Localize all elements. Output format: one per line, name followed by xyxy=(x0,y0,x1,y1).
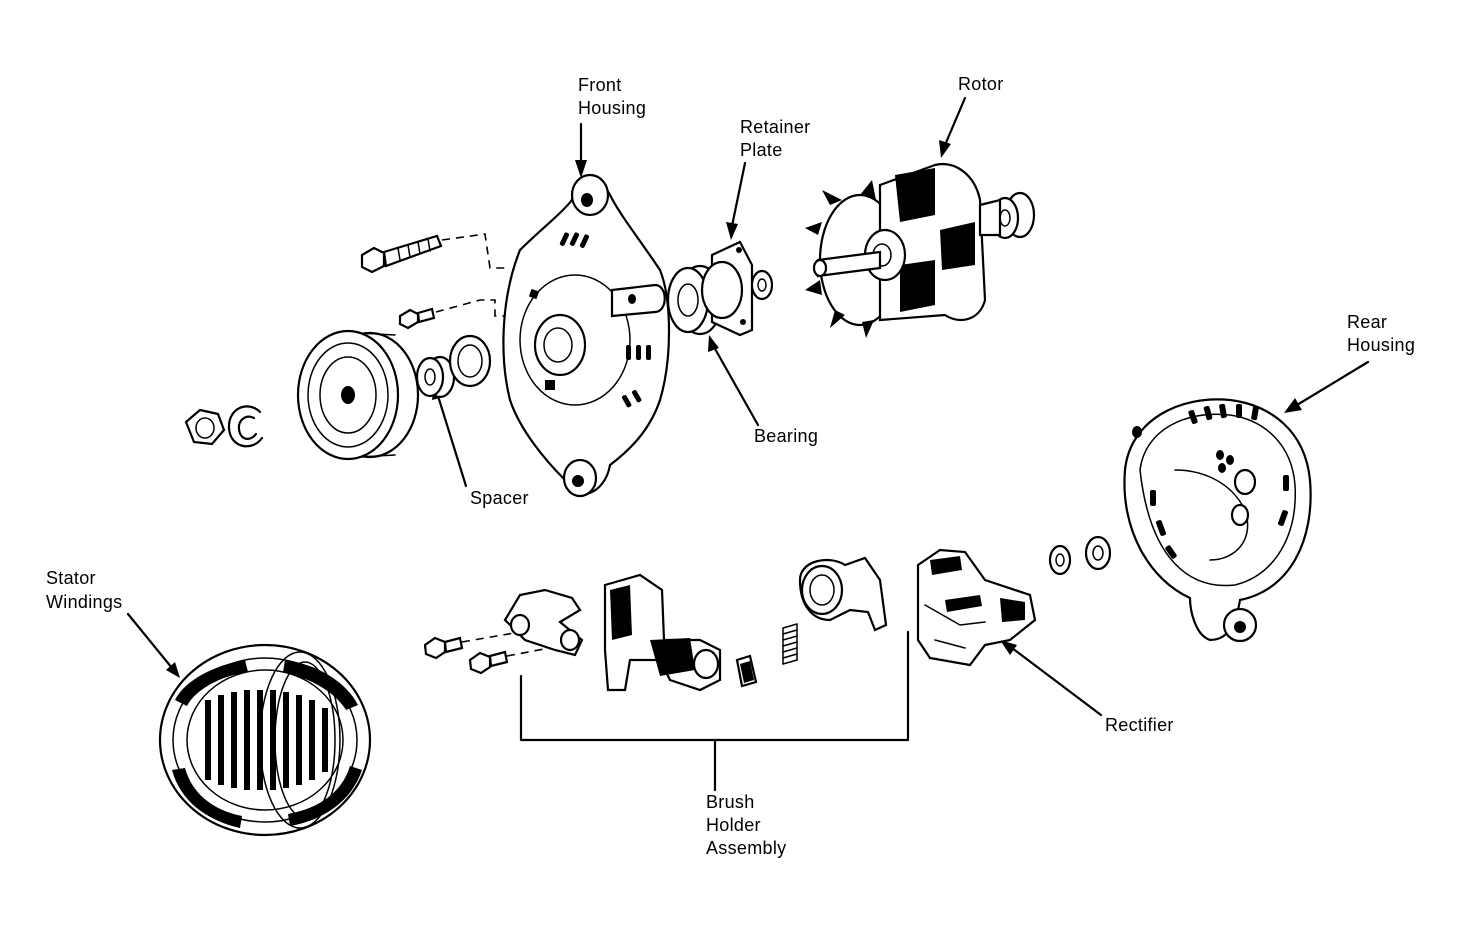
brush-holder xyxy=(603,573,722,692)
label-rotor: Rotor xyxy=(958,74,1004,94)
svg-text:Windings: Windings xyxy=(46,592,122,612)
svg-text:Brush: Brush xyxy=(706,792,755,812)
brush-holder-cover xyxy=(503,588,584,657)
lock-washer xyxy=(227,405,264,448)
label-front-housing: Front Housing xyxy=(578,75,646,118)
svg-text:Front: Front xyxy=(578,75,622,95)
svg-text:Housing: Housing xyxy=(1347,335,1415,355)
front-housing xyxy=(502,173,671,498)
label-rear-housing: Rear Housing xyxy=(1347,312,1415,355)
svg-text:Assembly: Assembly xyxy=(706,838,786,858)
nut xyxy=(184,408,226,446)
label-bearing: Bearing xyxy=(754,426,818,446)
leader-rotor xyxy=(939,96,967,158)
label-retainer-plate: Retainer Plate xyxy=(740,117,810,160)
stator-coil-pattern xyxy=(172,657,362,828)
leader-rear-housing xyxy=(1284,360,1370,413)
rear-housing-vents xyxy=(1132,403,1289,559)
leader-front-housing xyxy=(575,122,587,178)
retainer-plate xyxy=(700,240,774,337)
brush-holder-cap xyxy=(798,556,888,632)
svg-text:Rectifier: Rectifier xyxy=(1105,715,1174,735)
svg-text:Stator: Stator xyxy=(46,568,96,588)
leader-retainer-plate xyxy=(726,161,747,240)
front-housing-vents xyxy=(528,232,651,408)
brush xyxy=(735,654,758,688)
svg-text:Bearing: Bearing xyxy=(754,426,818,446)
svg-text:Holder: Holder xyxy=(706,815,761,835)
short-bolt xyxy=(398,299,520,330)
label-stator-windings: Stator Windings xyxy=(46,568,122,612)
bracket-brush-holder xyxy=(519,630,910,792)
rotor xyxy=(805,162,1036,338)
rear-bearing-washers xyxy=(1048,535,1112,576)
label-spacer: Spacer xyxy=(470,488,529,508)
svg-text:Plate: Plate xyxy=(740,140,783,160)
brush-spring xyxy=(782,623,798,665)
pulley xyxy=(296,329,420,461)
svg-text:Retainer: Retainer xyxy=(740,117,810,137)
svg-text:Rear: Rear xyxy=(1347,312,1387,332)
rectifier xyxy=(916,548,1037,667)
spacer xyxy=(415,355,456,399)
svg-text:Housing: Housing xyxy=(578,98,646,118)
svg-text:Spacer: Spacer xyxy=(470,488,529,508)
leader-rectifier xyxy=(1000,640,1103,717)
label-rectifier: Rectifier xyxy=(1105,715,1174,735)
long-bolt xyxy=(360,233,505,274)
svg-text:Rotor: Rotor xyxy=(958,74,1004,94)
rear-housing xyxy=(1123,398,1312,643)
washer xyxy=(448,334,492,388)
leader-bearing xyxy=(708,335,760,427)
label-brush-holder-assembly: Brush Holder Assembly xyxy=(706,792,786,858)
leader-stator-windings xyxy=(126,612,180,678)
leader-spacer xyxy=(432,383,468,488)
stator-windings xyxy=(158,643,372,837)
